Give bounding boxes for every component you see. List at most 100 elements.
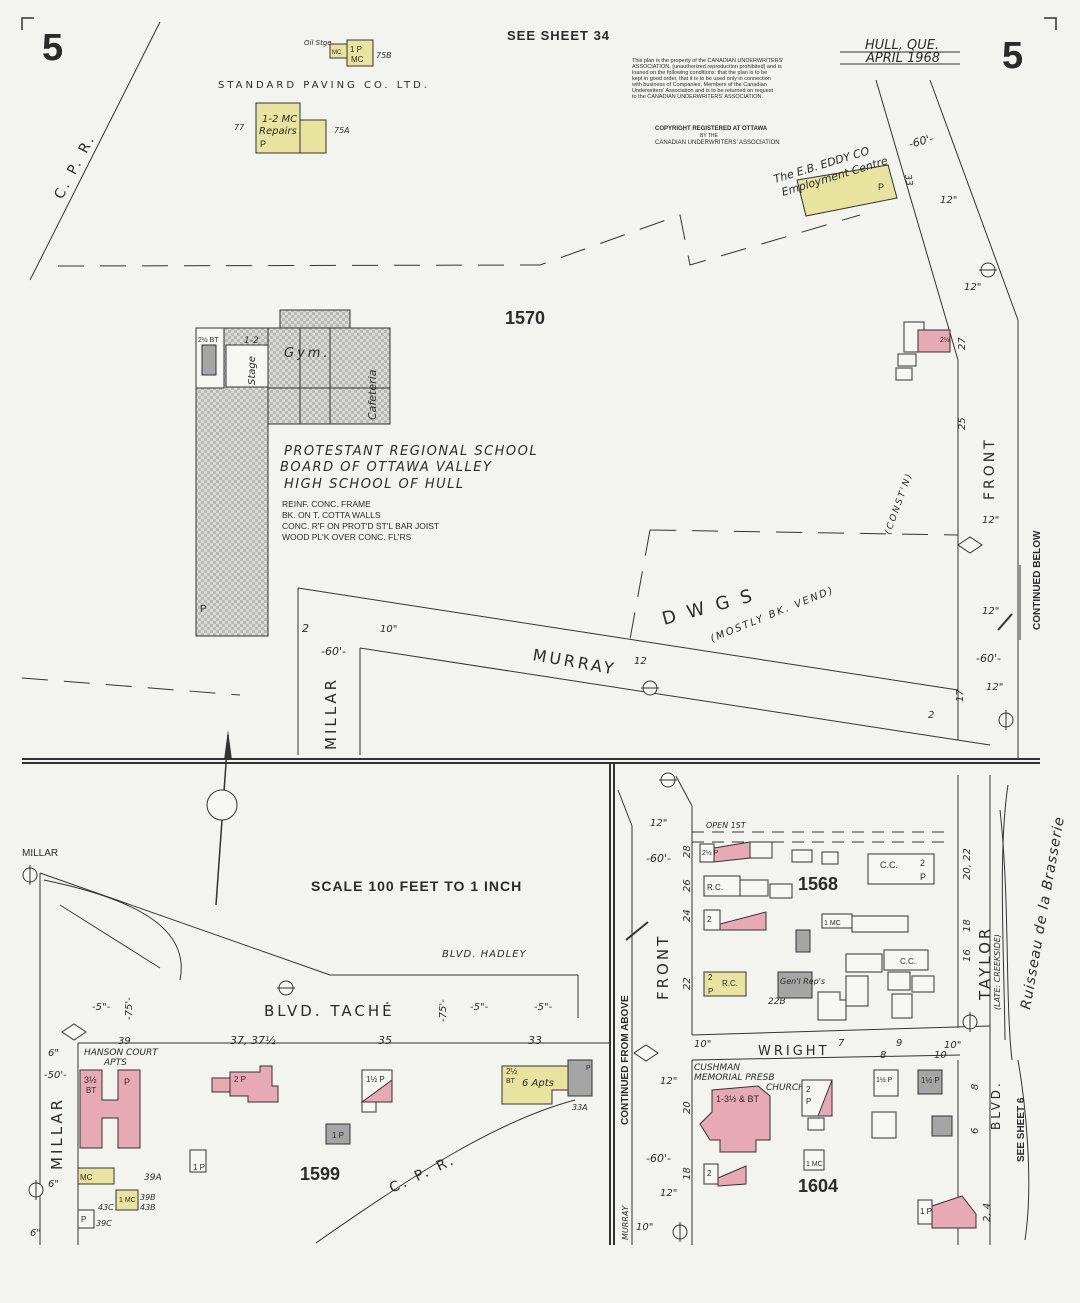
front-street-west-edge	[875, 79, 959, 361]
dimension: 10"	[380, 624, 397, 635]
dimension: 10"	[636, 1222, 653, 1233]
house-number: 2	[928, 710, 934, 721]
house-number: 17	[955, 689, 966, 702]
dimension: -5"-	[534, 1002, 553, 1013]
svg-text:77: 77	[234, 123, 245, 132]
svg-text:BT: BT	[506, 1078, 516, 1085]
copyright-notice: COPYRIGHT REGISTERED AT OTTAWA BY THE CA…	[655, 126, 780, 146]
continued-below-label: CONTINUED BELOW	[1032, 530, 1043, 630]
cushman-presbyterian-church: 1-3½ & BT CUSHMAN MEMORIAL PRESB CHURCH …	[694, 1063, 833, 1153]
svg-text:WOOD PL'K OVER CONC. FL'RS: WOOD PL'K OVER CONC. FL'RS	[282, 532, 412, 542]
svg-text:BK. ON T. COTTA WALLS: BK. ON T. COTTA WALLS	[282, 510, 381, 520]
eddy-employment-centre: P The E.B. EDDY CO Employment Centre 33 …	[772, 132, 935, 217]
svg-text:2 P: 2 P	[234, 1075, 246, 1084]
sheet-number-left: 5	[42, 27, 63, 69]
svg-text:CANADIAN UNDERWRITERS' ASSOCIA: CANADIAN UNDERWRITERS' ASSOCIATION	[655, 140, 780, 146]
svg-text:ASSOCIATION, (unauthorized rep: ASSOCIATION, (unauthorized reproduction …	[632, 64, 782, 70]
standard-paving-buildings: 1 P MC MC Oil Stge 75B 1-2 MC Repairs P …	[234, 39, 392, 154]
svg-text:39B: 39B	[140, 1193, 156, 1202]
road-edge	[59, 904, 161, 969]
dimension: 12"	[986, 682, 1003, 693]
house-number: 27	[957, 337, 968, 350]
corner-mark	[21, 17, 34, 30]
house-number: 33	[528, 1034, 542, 1047]
svg-text:P: P	[81, 1215, 86, 1224]
street-label-murray-small: MURRAY	[621, 1205, 630, 1240]
fire-hydrant-icon	[28, 1180, 44, 1200]
svg-text:with business of Companies, Me: with business of Companies, Members of t…	[631, 82, 767, 88]
svg-text:-60'-: -60'-	[907, 132, 935, 151]
dimension: 6"	[48, 1179, 59, 1190]
svg-text:R.C.: R.C.	[722, 979, 738, 988]
road-edge	[39, 872, 331, 976]
creek-name: Ruisseau de la Brasserie	[1018, 815, 1068, 1011]
svg-text:1 MC: 1 MC	[824, 920, 841, 927]
taylor-note: (LATE: CREEKSIDE)	[993, 934, 1002, 1010]
garage-building	[325, 1123, 351, 1145]
school-basement: 2½ BT	[198, 336, 219, 344]
fire-hydrant-icon	[659, 772, 677, 788]
svg-text:2: 2	[708, 973, 713, 982]
taylor-blvd-label: BLVD.	[989, 1080, 1003, 1130]
see-sheet-6-label: SEE SHEET 6	[1016, 1097, 1027, 1162]
svg-text:CUSHMAN: CUSHMAN	[694, 1063, 740, 1073]
svg-text:39: 39	[118, 1036, 131, 1047]
svg-text:1½ P: 1½ P	[876, 1076, 893, 1084]
dimension: 12"	[650, 818, 667, 829]
murray-street-south-edge	[359, 647, 991, 746]
fire-hydrant-icon	[979, 262, 997, 278]
cpr-rail-line	[315, 1099, 576, 1244]
dimension: 12"	[982, 606, 999, 617]
svg-text:HIGH SCHOOL OF HULL: HIGH SCHOOL OF HULL	[284, 477, 465, 492]
fire-hydrant-icon	[22, 865, 38, 885]
dimension: 12"	[940, 195, 957, 206]
svg-text:BT: BT	[86, 1086, 96, 1095]
fire-hydrant-icon	[641, 680, 659, 696]
dimension: -60'-	[646, 1152, 671, 1165]
arrow-icon	[997, 613, 1013, 631]
dimension: -5"-	[470, 1002, 489, 1013]
svg-text:1½ P: 1½ P	[366, 1075, 385, 1084]
millar-small-buildings: MC 39A 1 MC 39B 43B P 39C 43C 1 P	[77, 1149, 207, 1229]
house-number: 8	[970, 1084, 981, 1090]
block-1604-buildings: 1½ P 1½ P 1 MC 2 1 P	[703, 1069, 977, 1229]
cpr-rail-line	[29, 21, 161, 281]
street-label-front-top: FRONT	[982, 437, 998, 500]
house-number: 26	[682, 879, 693, 892]
dimension: -60'-	[976, 652, 1001, 665]
front-street-west-edge	[617, 789, 633, 827]
rail-spur	[692, 831, 950, 843]
block-number-1604: 1604	[798, 1176, 838, 1196]
dimension: 12"	[964, 282, 981, 293]
street-label-taylor: TAYLOR	[976, 926, 994, 1001]
svg-text:Oil Stge: Oil Stge	[304, 39, 332, 47]
svg-text:P: P	[806, 1097, 811, 1106]
street-label-wright: WRIGHT	[758, 1044, 830, 1059]
wright-south-edge	[691, 1054, 961, 1061]
house-number: 16	[962, 949, 973, 962]
svg-text:1 P: 1 P	[193, 1163, 205, 1172]
svg-text:1-2 MC: 1-2 MC	[262, 114, 297, 125]
house-number: 6	[970, 1128, 981, 1134]
dimension: 10"	[944, 1040, 961, 1051]
house-number: 9	[896, 1038, 902, 1049]
map-date: APRIL 1968	[865, 51, 940, 66]
house-number: 12	[634, 656, 647, 667]
street-label-murray: MURRAY	[531, 645, 618, 678]
svg-text:APTS: APTS	[103, 1058, 127, 1068]
house-number: 2	[302, 622, 309, 635]
high-school-building	[195, 309, 391, 637]
svg-text:P: P	[708, 987, 713, 996]
svg-text:Repairs: Repairs	[259, 126, 297, 137]
street-label-front-bottom: FRONT	[654, 934, 672, 1000]
svg-text:33A: 33A	[572, 1103, 588, 1112]
house-number: 24	[682, 909, 693, 922]
corner-mark	[1044, 17, 1057, 30]
dimension: 6"	[48, 1048, 59, 1059]
cafeteria-label: Cafeteria	[366, 369, 379, 420]
front-street-east-edge	[929, 79, 1019, 321]
svg-text:43C: 43C	[98, 1203, 114, 1212]
school-storeys: 1-2	[244, 336, 259, 346]
